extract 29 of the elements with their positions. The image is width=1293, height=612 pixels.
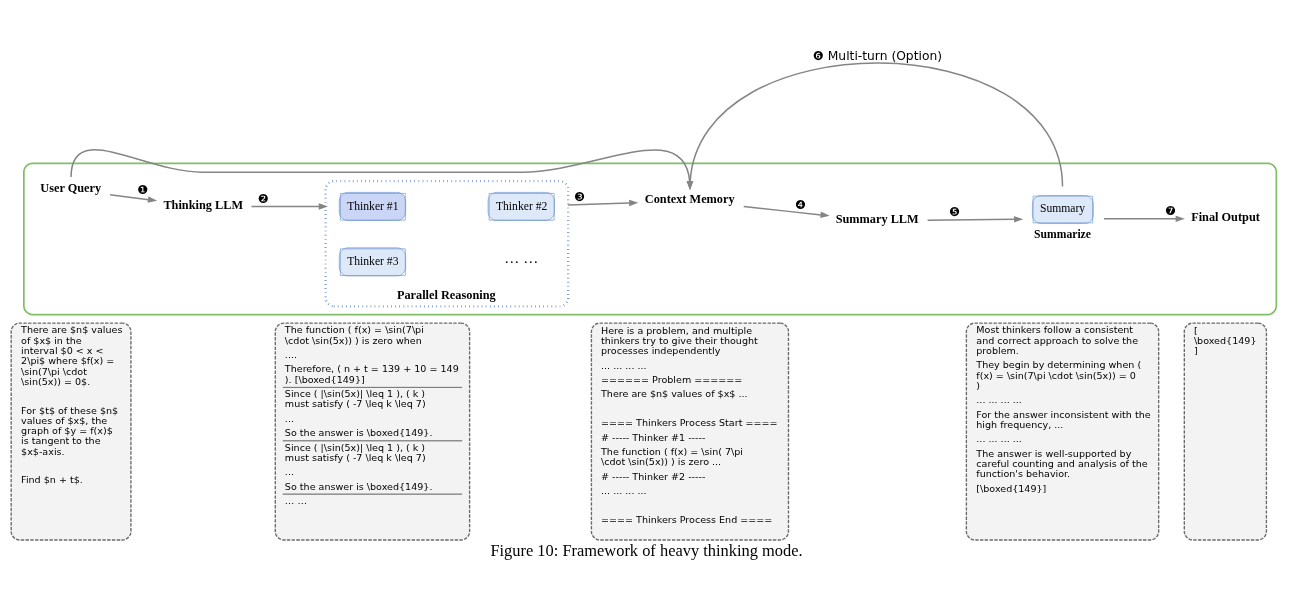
node-text: Thinking LLM bbox=[163, 197, 244, 212]
node-box: There are $n$ values of $x$ in the interval $0 < x < 2\pi$ where $f(x) = \sin(7\pi \cdot \sin(5x)) = 0$. For $t$ of these $n$ values of $x$, the graph of $y = f(x)$ is tangent to the $x$-axis. Find $n + t$. bbox=[10, 321, 132, 541]
edge-label: ❶ bbox=[137, 182, 149, 197]
edge-label: ❺ bbox=[948, 204, 960, 219]
arrow bbox=[567, 199, 639, 206]
arrow bbox=[742, 205, 830, 218]
label: … … bbox=[504, 249, 539, 266]
node-text: User Query bbox=[40, 180, 102, 195]
node-label: Summarize bbox=[1034, 227, 1091, 241]
node-box: [ \boxed{149} ] bbox=[1183, 321, 1268, 541]
node-box: Here is a problem, and multiple thinkers try to give their thought processes independently ... ... ... ... ====== Problem ====== There are $n$ values of $x$ ... ==== Thinkers Process Start ==== # ----- Thinker #1 ----- The function ( f(x) = \sin( 7\pi \cdot \sin(5x)) ) is zero ... # ----- Thinker #2 ----- ... ... ... ... ==== Thinkers Process End ==== bbox=[590, 321, 790, 541]
caption: Figure 10: Framework of heavy thinking mode. bbox=[490, 540, 803, 560]
arrow bbox=[1103, 215, 1185, 222]
node-box: Most thinkers follow a consistent and correct approach to solve the problem. They begin by determining when ( f(x) = \sin(7\pi \cdot \sin(5x)) = 0 ) ... ... ... ... For the answer inconsistent with the high frequency, ... ... ... ... ... The answer is well-supported by careful counting and analysis of the function's behavior. [\boxed{149}] bbox=[965, 321, 1160, 541]
arrow bbox=[109, 193, 158, 203]
node-box: The function ( f(x) = \sin(7\pi \cdot \sin(5x)) ) is zero when .... Therefore, ( n + t = 139 + 10 = 149 ). [\boxed{149}] Since ( |\sin(5x)| \leq 1 ), ( k ) must satisfy ( -7 \leq k \leq 7) ... So the answer is \boxed{149}. Since ( |\sin(5x)| \leq 1 ), ( k ) must satisfy ( -7 \leq k \leq 7) ... So the answer is \boxed{149}. … … bbox=[274, 321, 471, 541]
edge-label: ❷ bbox=[257, 191, 269, 206]
edge-label: ❸ bbox=[573, 189, 585, 204]
edge-label: ❻ Multi-turn (Option) bbox=[812, 48, 943, 63]
node-text: Context Memory bbox=[644, 191, 735, 206]
edge-label: ❹ bbox=[794, 197, 806, 212]
cluster bbox=[23, 161, 1278, 315]
node-text: Summary LLM bbox=[835, 211, 919, 226]
arrow bbox=[70, 148, 693, 190]
arrow bbox=[250, 202, 328, 210]
arrow bbox=[686, 61, 1064, 190]
edge-label: ❼ bbox=[1165, 203, 1177, 218]
arrow bbox=[926, 215, 1024, 222]
node-text: Final Output bbox=[1191, 209, 1260, 224]
